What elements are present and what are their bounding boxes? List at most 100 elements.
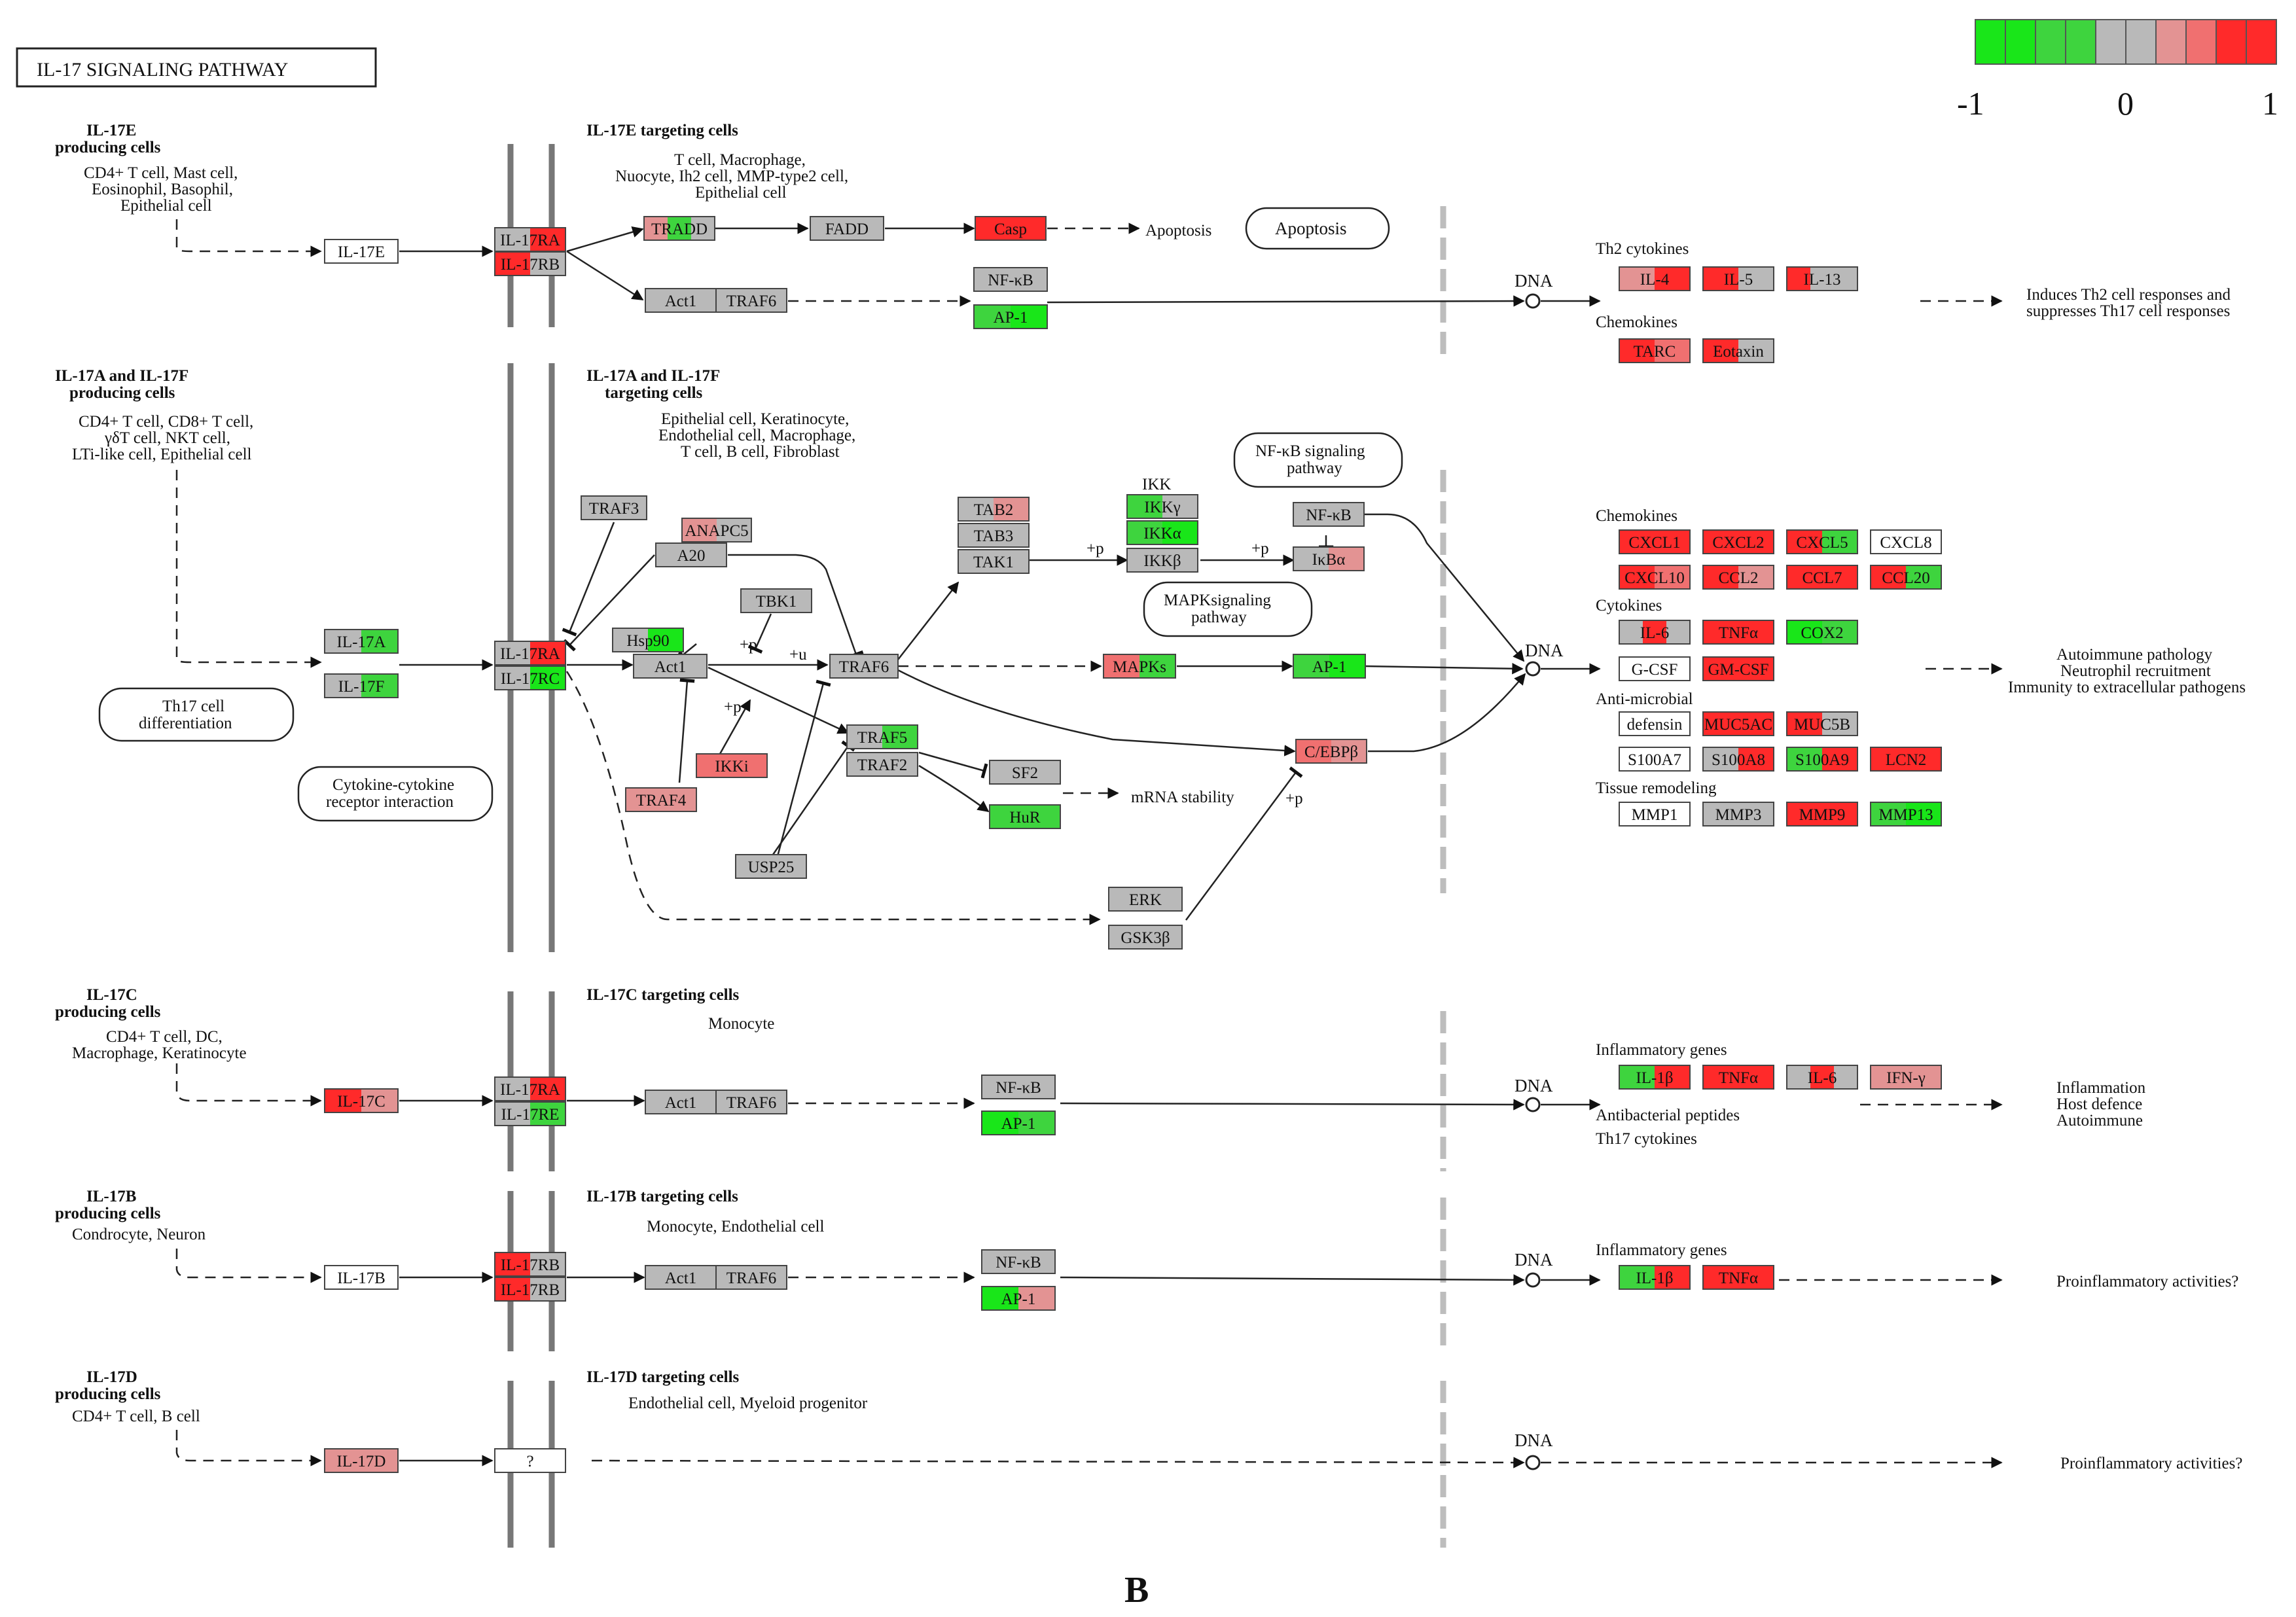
gene-il17c[interactable]: IL-17C xyxy=(324,1088,399,1113)
gene-il17f[interactable]: IL-17F xyxy=(324,673,399,698)
gene-tab2[interactable]: TAB2 xyxy=(958,497,1030,522)
gene-nfkb_e[interactable]: NF-κB xyxy=(973,267,1048,292)
gene-ap1_c[interactable]: AP-1 xyxy=(981,1111,1056,1135)
oval-mapk-pathway[interactable]: MAPKsignaling pathway xyxy=(1143,581,1313,637)
gene-a20[interactable]: A20 xyxy=(655,542,727,567)
gene-il17b[interactable]: IL-17B xyxy=(324,1265,399,1290)
gene-cebpb[interactable]: C/EBPβ xyxy=(1295,739,1367,764)
gene-label: MMP13 xyxy=(1878,806,1933,824)
gene-il17ra_c[interactable]: IL-17RA xyxy=(494,1076,566,1101)
gene-il4[interactable]: IL-4 xyxy=(1619,266,1691,291)
gene-s100a9[interactable]: S100A9 xyxy=(1786,747,1858,772)
gene-traf5[interactable]: TRAF5 xyxy=(846,724,918,749)
gene-traf3[interactable]: TRAF3 xyxy=(581,495,647,520)
gene-s100a8[interactable]: S100A8 xyxy=(1702,747,1774,772)
gene-ccl20[interactable]: CCL20 xyxy=(1870,565,1942,590)
gene-lcn2[interactable]: LCN2 xyxy=(1870,747,1942,772)
gene-il13[interactable]: IL-13 xyxy=(1786,266,1858,291)
gene-sf2[interactable]: SF2 xyxy=(989,760,1061,785)
gene-ap1_b[interactable]: AP-1 xyxy=(981,1286,1056,1311)
gene-anapc5[interactable]: ANAPC5 xyxy=(681,518,752,542)
gene-traf6_b[interactable]: TRAF6 xyxy=(715,1265,787,1290)
gene-il1b_c[interactable]: IL-1β xyxy=(1619,1065,1691,1090)
gene-il6_c[interactable]: IL-6 xyxy=(1786,1065,1858,1090)
gene-ccl2[interactable]: CCL2 xyxy=(1702,565,1774,590)
gene-act1_e[interactable]: Act1 xyxy=(645,288,717,313)
gene-il17a[interactable]: IL-17A xyxy=(324,629,399,654)
gene-tnfa_a[interactable]: TNFα xyxy=(1702,620,1774,645)
gene-ap1_e[interactable]: AP-1 xyxy=(973,304,1048,329)
gene-il17rb_e[interactable]: IL-17RB xyxy=(494,251,566,276)
gene-ap1_a[interactable]: AP-1 xyxy=(1293,654,1366,679)
gene-il17rb_b1[interactable]: IL-17RB xyxy=(494,1252,566,1277)
gene-cxcl1[interactable]: CXCL1 xyxy=(1619,529,1691,554)
gene-gmcsf[interactable]: GM-CSF xyxy=(1702,656,1774,681)
gene-traf6_c[interactable]: TRAF6 xyxy=(715,1090,787,1114)
gene-cxcl10[interactable]: CXCL10 xyxy=(1619,565,1691,590)
gene-nfkb_c[interactable]: NF-κB xyxy=(981,1075,1056,1099)
gene-act1_a[interactable]: Act1 xyxy=(633,654,708,679)
oval-cytokine-receptor[interactable]: Cytokine-cytokine receptor interaction xyxy=(297,766,493,822)
gene-ikki[interactable]: IKKi xyxy=(696,753,768,778)
gene-muc5b[interactable]: MUC5B xyxy=(1786,711,1858,736)
oval-apoptosis[interactable]: Apoptosis xyxy=(1245,207,1390,250)
gene-mmp3[interactable]: MMP3 xyxy=(1702,802,1774,826)
gene-il5[interactable]: IL-5 xyxy=(1702,266,1774,291)
gene-traf6_a[interactable]: TRAF6 xyxy=(829,654,899,679)
gene-gsk3b[interactable]: GSK3β xyxy=(1108,925,1183,950)
gene-cxcl8[interactable]: CXCL8 xyxy=(1870,529,1942,554)
gene-usp25[interactable]: USP25 xyxy=(735,854,807,879)
gene-tbk1[interactable]: TBK1 xyxy=(740,588,812,613)
gene-il17d[interactable]: IL-17D xyxy=(324,1448,399,1473)
gene-ikkg[interactable]: IKKγ xyxy=(1126,494,1198,519)
gene-ikba[interactable]: IκBα xyxy=(1293,546,1365,571)
gene-mapks[interactable]: MAPKs xyxy=(1103,654,1176,679)
gene-il17rc[interactable]: IL-17RC xyxy=(494,666,566,690)
gene-s100a7[interactable]: S100A7 xyxy=(1619,747,1691,772)
gene-tnfa_b[interactable]: TNFα xyxy=(1702,1265,1774,1290)
gene-tab3[interactable]: TAB3 xyxy=(958,523,1030,548)
gene-hsp90[interactable]: Hsp90 xyxy=(612,628,684,652)
gene-traf2[interactable]: TRAF2 xyxy=(846,752,918,777)
gene-erk[interactable]: ERK xyxy=(1108,887,1183,912)
gene-il17ra_e[interactable]: IL-17RA xyxy=(494,227,566,252)
gene-defensin[interactable]: defensin xyxy=(1619,711,1691,736)
gene-gcsf[interactable]: G-CSF xyxy=(1619,656,1691,681)
gene-cxcl5[interactable]: CXCL5 xyxy=(1786,529,1858,554)
gene-muc5ac[interactable]: MUC5AC xyxy=(1702,711,1774,736)
gene-nfkb_b[interactable]: NF-κB xyxy=(981,1249,1056,1274)
gene-mmp1[interactable]: MMP1 xyxy=(1619,802,1691,826)
gene-il1b_b[interactable]: IL-1β xyxy=(1619,1265,1691,1290)
gene-il17e[interactable]: IL-17E xyxy=(324,239,399,264)
gene-fill xyxy=(847,753,918,776)
gene-ccl7[interactable]: CCL7 xyxy=(1786,565,1858,590)
gene-tradd[interactable]: TRADD xyxy=(643,216,715,241)
gene-eotaxin[interactable]: Eotaxin xyxy=(1702,338,1774,363)
gene-tak1[interactable]: TAK1 xyxy=(958,549,1030,574)
gene-ikkb[interactable]: IKKβ xyxy=(1126,548,1198,573)
gene-fadd[interactable]: FADD xyxy=(810,216,884,241)
oval-nfkb-pathway[interactable]: NF-κB signaling pathway xyxy=(1233,432,1403,488)
gene-il17ra_a[interactable]: IL-17RA xyxy=(494,641,566,666)
gene-tnfa_c[interactable]: TNFα xyxy=(1702,1065,1774,1090)
gene-tarc[interactable]: TARC xyxy=(1619,338,1691,363)
gene-act1_c[interactable]: Act1 xyxy=(645,1090,717,1114)
gene-traf6_e[interactable]: TRAF6 xyxy=(715,288,787,313)
gene-il6_a[interactable]: IL-6 xyxy=(1619,620,1691,645)
gene-casp[interactable]: Casp xyxy=(975,216,1047,241)
gene-mmp9[interactable]: MMP9 xyxy=(1786,802,1858,826)
gene-act1_b[interactable]: Act1 xyxy=(645,1265,717,1290)
gene-fill xyxy=(1296,739,1332,763)
gene-unknown[interactable]: ? xyxy=(494,1448,566,1473)
gene-nfkb_a[interactable]: NF-κB xyxy=(1293,502,1365,527)
gene-hur[interactable]: HuR xyxy=(989,804,1061,829)
gene-il17re[interactable]: IL-17RE xyxy=(494,1101,566,1126)
gene-traf4[interactable]: TRAF4 xyxy=(625,787,697,812)
oval-th17-differentiation[interactable]: Th17 cell differentiation xyxy=(98,687,295,742)
gene-cox2[interactable]: COX2 xyxy=(1786,620,1858,645)
gene-ikka[interactable]: IKKα xyxy=(1126,520,1198,545)
gene-mmp13[interactable]: MMP13 xyxy=(1870,802,1942,826)
gene-cxcl2[interactable]: CXCL2 xyxy=(1702,529,1774,554)
gene-ifng[interactable]: IFN-γ xyxy=(1870,1065,1942,1090)
gene-il17rb_b2[interactable]: IL-17RB xyxy=(494,1277,566,1302)
